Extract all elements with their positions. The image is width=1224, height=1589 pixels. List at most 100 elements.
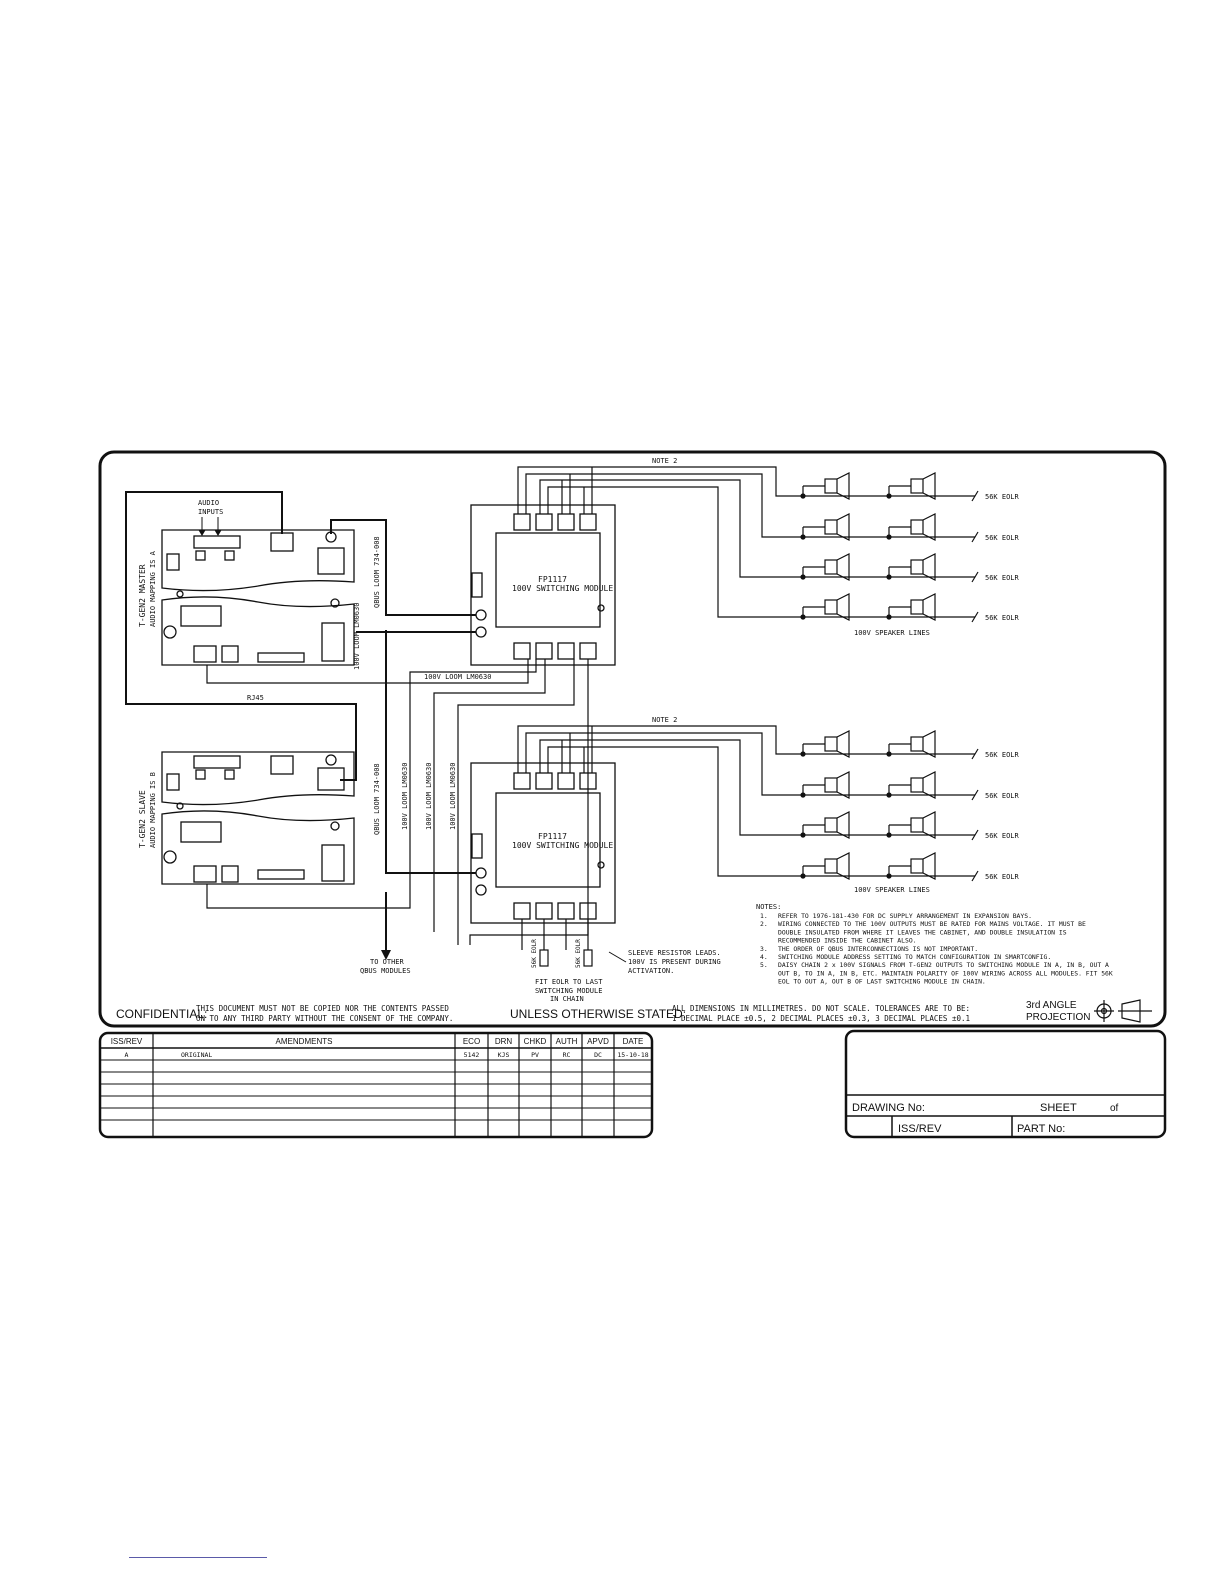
- speaker-icon: [800, 730, 850, 758]
- rj45-label: RJ45: [247, 694, 264, 702]
- module-1-code: FP1117: [538, 575, 567, 584]
- iss-rev-label: ISS/REV: [898, 1123, 942, 1135]
- eolr-tick: [971, 870, 979, 882]
- unless-text-2: 1 DECIMAL PLACE ±0.5, 2 DECIMAL PLACES ±…: [672, 1014, 970, 1023]
- unless-label: UNLESS OTHERWISE STATED:: [510, 1007, 686, 1021]
- note-text: REFER TO 1976-181-430 FOR DC SUPPLY ARRA…: [778, 912, 1032, 920]
- unless-text-1: ALL DIMENSIONS IN MILLIMETRES. DO NOT SC…: [672, 1004, 970, 1013]
- amendments-header-cell: CHKD: [524, 1037, 547, 1046]
- fit-eolr-label-2: SWITCHING MODULE: [535, 987, 602, 995]
- speaker-icon: [800, 593, 850, 621]
- loom-100v-label-v3: 100V LOOM LM0630: [449, 763, 457, 830]
- amendments-header-cell: ECO: [463, 1037, 480, 1046]
- title-block-frame: [844, 1029, 1167, 1139]
- eolr-label: 56K EOLR: [985, 832, 1020, 840]
- module-2-name: 100V SWITCHING MODULE: [512, 841, 613, 850]
- eolr-label: 56K EOLR: [985, 574, 1020, 582]
- confidential-text-1: THIS DOCUMENT MUST NOT BE COPIED NOR THE…: [196, 1004, 449, 1013]
- to-other-label-1: TO OTHER: [370, 958, 405, 966]
- note-text: SWITCHING MODULE ADDRESS SETTING TO MATC…: [778, 953, 1051, 961]
- note-text: RECOMMENDED INSIDE THE CABINET ALSO.: [778, 937, 917, 945]
- speaker-icon: [800, 852, 850, 880]
- amendments-cell: A: [125, 1051, 129, 1059]
- amendments-cell: DC: [594, 1051, 602, 1059]
- speaker-icon: [800, 553, 850, 581]
- resistor-label-1: 56K EOLR: [531, 939, 538, 968]
- speaker-icon: [800, 811, 850, 839]
- sheet-label: SHEET: [1040, 1102, 1077, 1114]
- eolr-label: 56K EOLR: [985, 534, 1020, 542]
- speaker-icon: [886, 553, 936, 581]
- speaker-icon: [886, 852, 936, 880]
- eolr-label: 56K EOLR: [985, 751, 1020, 759]
- loom-100v-label-v1: 100V LOOM LM0630: [401, 763, 409, 830]
- amendments-header-cell: DRN: [495, 1037, 513, 1046]
- amendments-header-cell: AMENDMENTS: [276, 1037, 333, 1046]
- audio-inputs-label-1: AUDIO: [198, 499, 219, 507]
- drawing-frame: [98, 450, 1167, 1028]
- speaker-lines-1: [517, 466, 975, 618]
- amendments-cell: ORIGINAL: [181, 1051, 212, 1059]
- switching-module-1: [470, 504, 616, 666]
- note-text: THE ORDER OF QBUS INTERCONNECTIONS IS NO…: [778, 945, 978, 953]
- eolr-label: 56K EOLR: [985, 614, 1020, 622]
- master-tgen2: [161, 529, 355, 666]
- amendments-frame: [98, 1031, 654, 1139]
- eolr-tick: [971, 789, 979, 801]
- audio-inputs-label-2: INPUTS: [198, 508, 223, 516]
- eolr-tick: [971, 829, 979, 841]
- eolr-label: 56K EOLR: [985, 792, 1020, 800]
- eolr-tick: [971, 748, 979, 760]
- qbus-wiring: [125, 491, 476, 956]
- note-number: 3.: [760, 945, 768, 953]
- speaker-icon: [886, 730, 936, 758]
- eolr-tick: [971, 490, 979, 502]
- notes-title: NOTES:: [756, 903, 781, 911]
- to-other-label-2: QBUS MODULES: [360, 967, 411, 975]
- speaker-icon: [886, 593, 936, 621]
- master-label-1: T-GEN2 MASTER: [138, 564, 147, 627]
- note-text: WIRING CONNECTED TO THE 100V OUTPUTS MUS…: [778, 920, 1086, 928]
- loom-100v-label-h: 100V LOOM LM0630: [424, 673, 491, 681]
- note-text: EOL TO OUT A, OUT B OF LAST SWITCHING MO…: [778, 978, 986, 986]
- eolr-tick: [971, 611, 979, 623]
- eolr-label: 56K EOLR: [985, 493, 1020, 501]
- speaker-lines-label-2: 100V SPEAKER LINES: [854, 886, 930, 894]
- of-label: of: [1110, 1103, 1119, 1114]
- projection-label-1: 3rd ANGLE: [1026, 1000, 1077, 1011]
- speaker-icon: [886, 472, 936, 500]
- slave-label-1: T-GEN2 SLAVE: [138, 790, 147, 848]
- speaker-icon: [800, 771, 850, 799]
- amendments-cell: RC: [563, 1051, 571, 1059]
- slave-label-2: AUDIO MAPPING IS B: [149, 772, 157, 848]
- loom-100v-label-v2: 100V LOOM LM0630: [425, 763, 433, 830]
- amendments-cell: PV: [531, 1051, 539, 1059]
- sleeve-label-1: SLEEVE RESISTOR LEADS.: [628, 949, 721, 957]
- speaker-icon: [800, 472, 850, 500]
- note2-label-1: NOTE 2: [652, 457, 677, 465]
- loom-100v-label-master: 100V LOOM LM0630: [353, 603, 361, 670]
- fit-eolr-label-1: FIT EOLR TO LAST: [535, 978, 603, 986]
- eolr-tick: [971, 571, 979, 583]
- speaker-icon: [886, 771, 936, 799]
- fit-eolr-label-3: IN CHAIN: [550, 995, 584, 1003]
- qbus-loom-label-2: QBUS LOOM 734-008: [373, 763, 381, 835]
- page-footer-link[interactable]: [129, 1557, 267, 1558]
- loom-100v-wiring: [206, 659, 589, 950]
- amendments-cell: 15-10-18: [617, 1051, 648, 1059]
- speaker-lines-2: [517, 725, 975, 877]
- projection-label-2: PROJECTION: [1026, 1012, 1090, 1023]
- note-number: 2.: [760, 920, 768, 928]
- speaker-icon: [886, 811, 936, 839]
- part-no-label: PART No:: [1017, 1123, 1065, 1135]
- confidential-label: CONFIDENTIAL:: [116, 1007, 207, 1021]
- sleeve-label-3: ACTIVATION.: [628, 967, 674, 975]
- note-number: 5.: [760, 961, 768, 969]
- note2-label-2: NOTE 2: [652, 716, 677, 724]
- notes-list: 1.REFER TO 1976-181-430 FOR DC SUPPLY AR…: [760, 912, 1113, 986]
- note-text: OUT B, TO IN A, IN B, ETC. MAINTAIN POLA…: [778, 969, 1113, 977]
- confidential-text-2: ON TO ANY THIRD PARTY WITHOUT THE CONSEN…: [196, 1014, 453, 1023]
